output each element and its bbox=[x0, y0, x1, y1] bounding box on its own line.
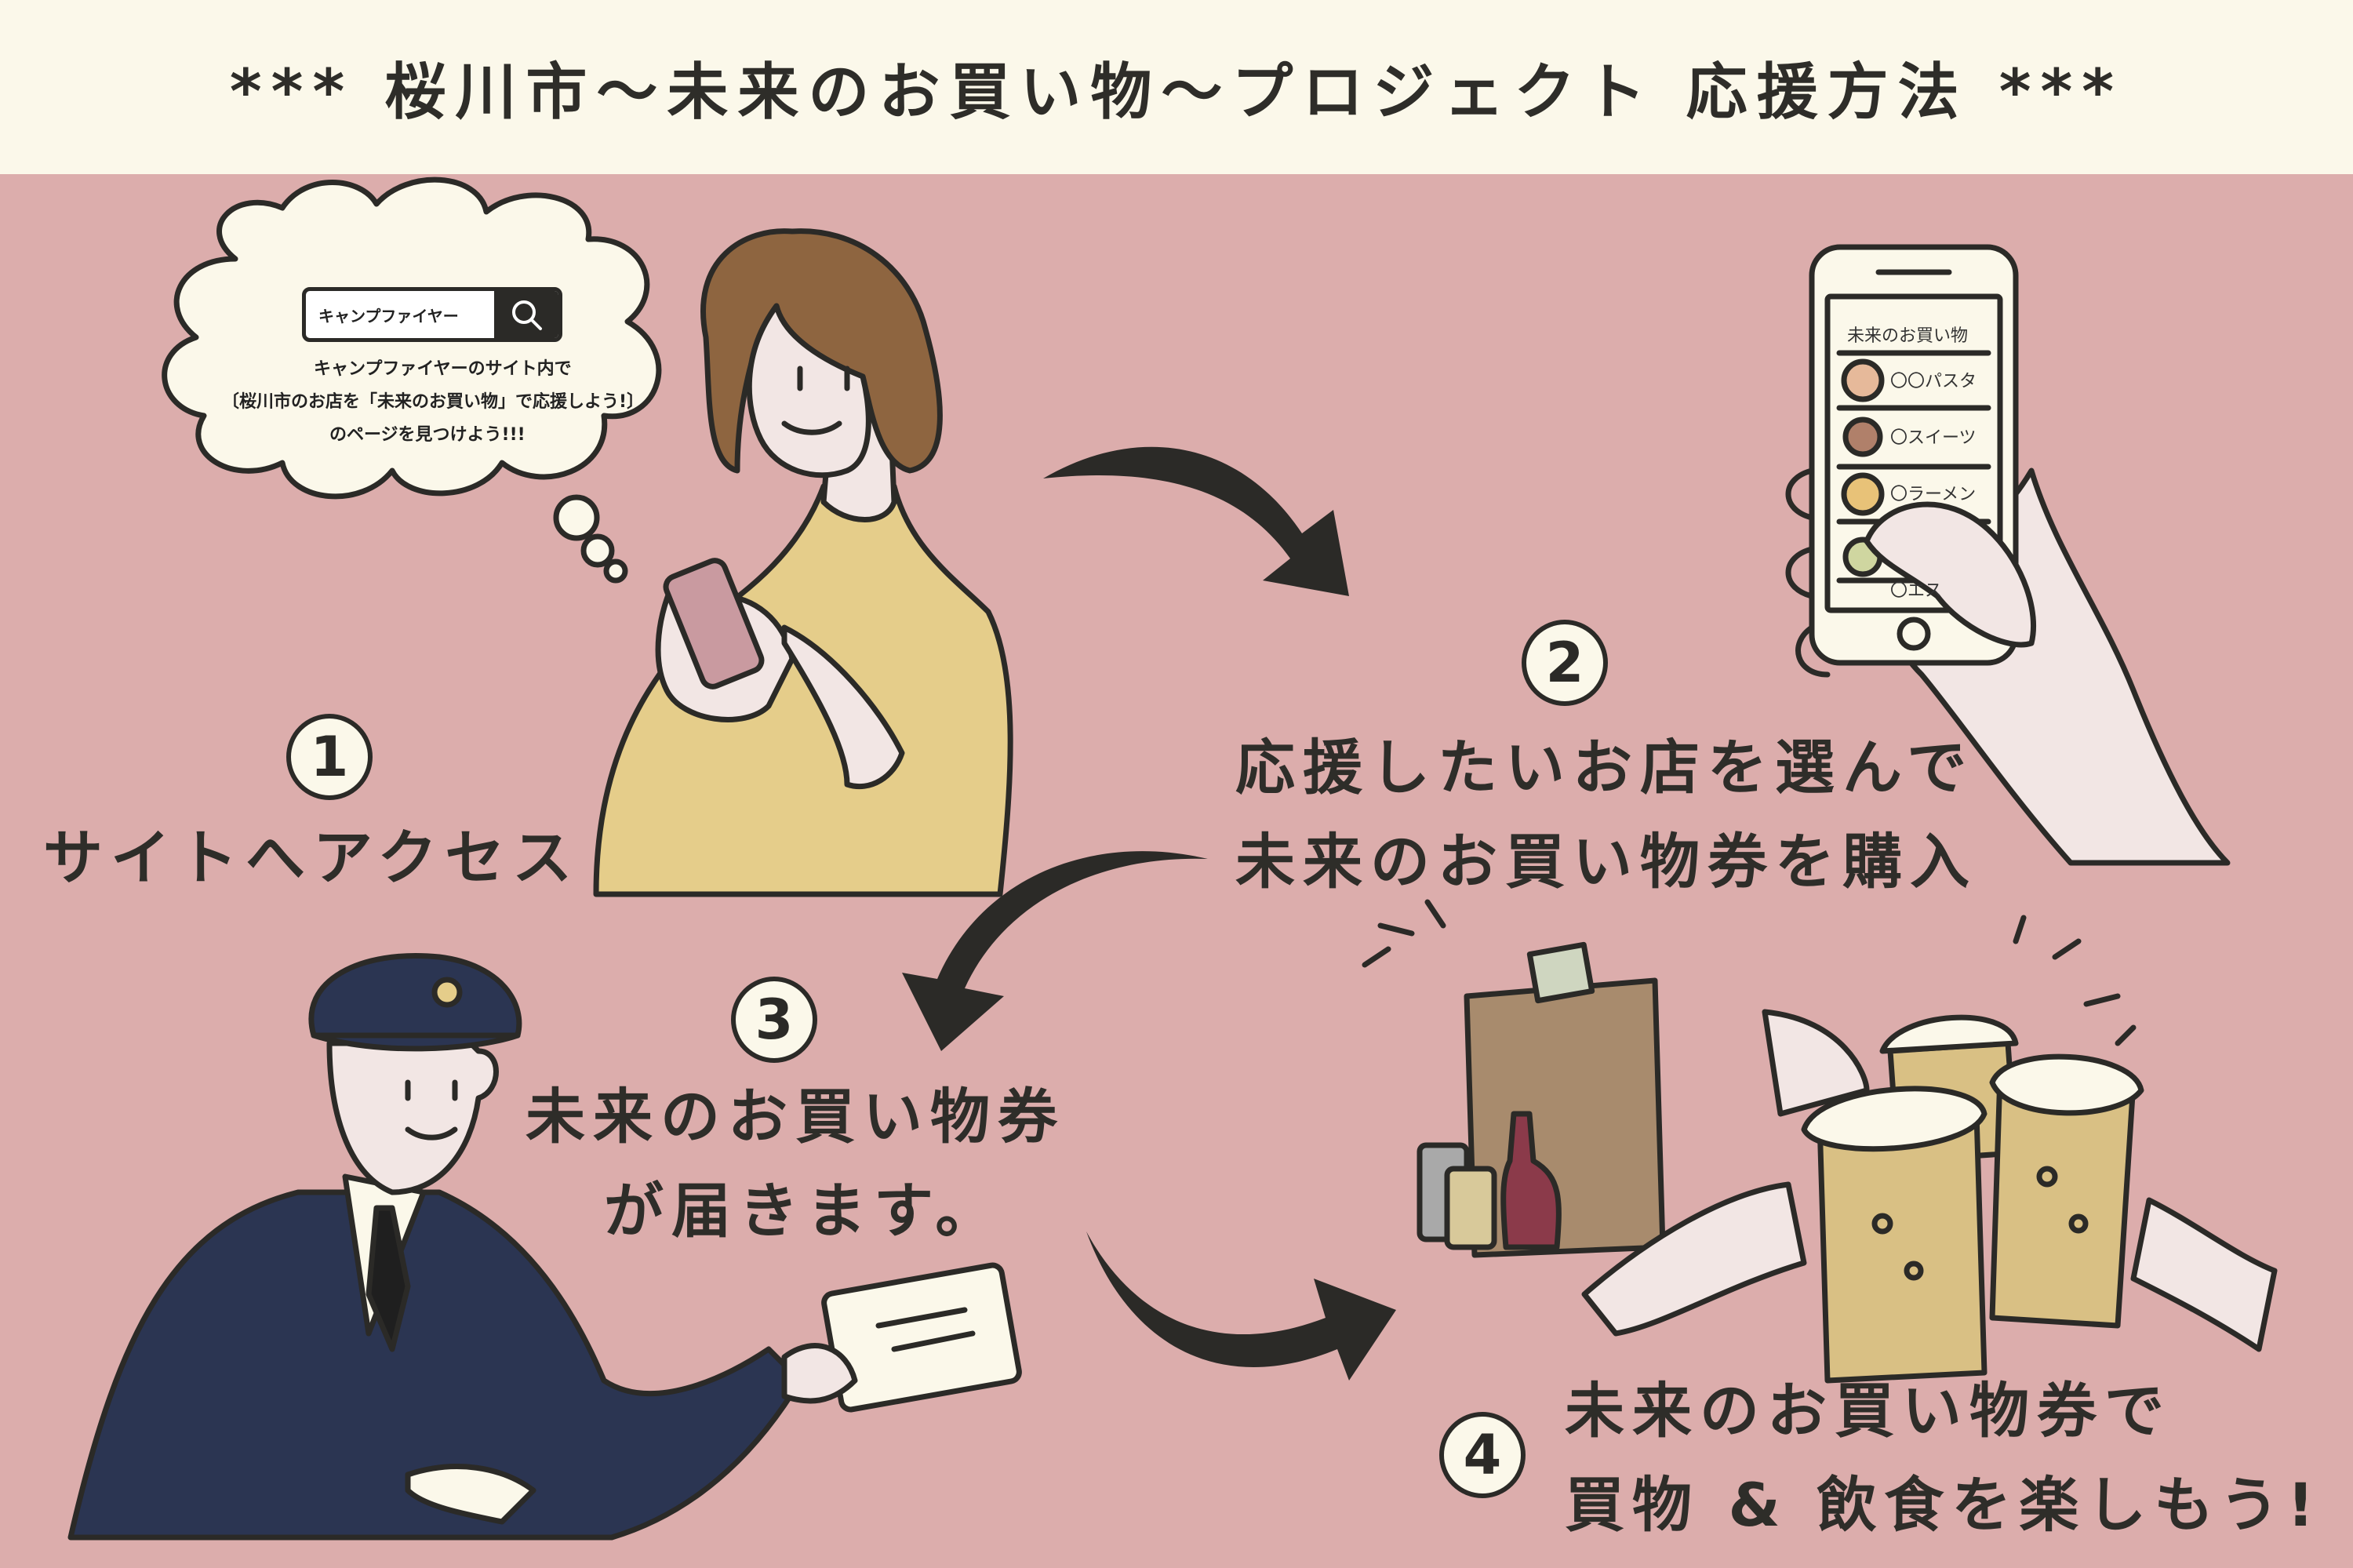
beer-toast bbox=[1581, 915, 2278, 1384]
page-title: *** 桜川市〜未来のお買い物〜プロジェクト 応援方法 *** bbox=[229, 57, 2124, 128]
phone-menu-item-3[interactable]: 〇ラーメン bbox=[1890, 485, 1977, 504]
arrow-step3-to-4 bbox=[1086, 1231, 1396, 1381]
step-3-number: 3 bbox=[731, 977, 817, 1063]
search-button[interactable] bbox=[494, 291, 558, 338]
step-2-text-line-1: 応援したいお店を選んで bbox=[1235, 733, 1975, 802]
step-4-text-line-2: 買物 & 飲食を楽しもう! bbox=[1565, 1470, 2322, 1540]
arrow-step1-to-2 bbox=[1043, 446, 1349, 596]
grocery-bag bbox=[1362, 899, 1666, 1258]
step-4-number: 4 bbox=[1439, 1412, 1526, 1498]
delivery-man bbox=[67, 953, 1022, 1541]
step-3-text-line-1: 未来のお買い物券 bbox=[526, 1082, 1065, 1151]
phone-menu-item-1[interactable]: 〇〇パスタ bbox=[1890, 372, 1977, 391]
woman-with-phone bbox=[593, 228, 1013, 897]
bubble-line-3: のページを見つけよう!!! bbox=[329, 425, 526, 445]
bubble-line-1: キャンプファイヤーのサイト内で bbox=[314, 359, 572, 379]
search-bar[interactable]: キャンプファイヤー bbox=[302, 287, 562, 342]
step-1-text: サイトへアクセス bbox=[43, 823, 580, 893]
phone-menu-item-2[interactable]: 〇スイーツ bbox=[1890, 428, 1977, 448]
magnifier-icon bbox=[512, 300, 542, 330]
step-2-text-line-2: 未来のお買い物券を購入 bbox=[1235, 827, 1977, 897]
step-4-text-line-1: 未来のお買い物券で bbox=[1565, 1376, 2172, 1446]
phone-menu-item-4[interactable]: 〇エス bbox=[1890, 581, 1943, 601]
step-1-number: 1 bbox=[286, 714, 373, 800]
phone-screen-title: 未来のお買い物 bbox=[1847, 326, 1969, 346]
arrow-step2-to-3 bbox=[902, 851, 1208, 1051]
bubble-line-2: 〔桜川市のお店を「未来のお買い物」で応援しよう!〕 bbox=[222, 392, 645, 412]
search-query: キャンプファイヤー bbox=[318, 306, 459, 326]
header-banner: *** 桜川市〜未来のお買い物〜プロジェクト 応援方法 *** bbox=[0, 0, 2353, 174]
hand-with-phone bbox=[1785, 244, 2231, 866]
step-3-text-line-2: が届きます。 bbox=[604, 1176, 1003, 1246]
step-2-number: 2 bbox=[1522, 620, 1608, 706]
